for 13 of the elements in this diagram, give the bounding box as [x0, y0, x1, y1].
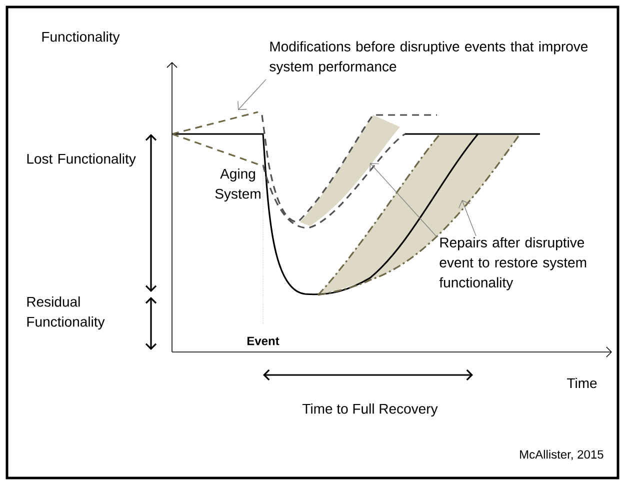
annotation-text: Modifications before disruptive events that improve system performance [270, 41, 588, 74]
axis-label: Lost Functionality [27, 153, 136, 167]
annotation-text: Repairs after disruptive event to restore system functionality [439, 237, 586, 290]
event-label: Event [247, 336, 280, 346]
axis-label: Residual Functionality [27, 296, 105, 330]
leader-line [458, 200, 476, 236]
axis-title: Functionality [42, 31, 120, 45]
leader-line [238, 79, 266, 110]
curve-label: Aging System [215, 168, 260, 202]
source-note: McAllister, 2015 [520, 450, 604, 460]
dimension-label: Time to Full Recovery [302, 403, 438, 417]
axis-title: Time [567, 378, 597, 388]
leader-line [370, 163, 436, 236]
